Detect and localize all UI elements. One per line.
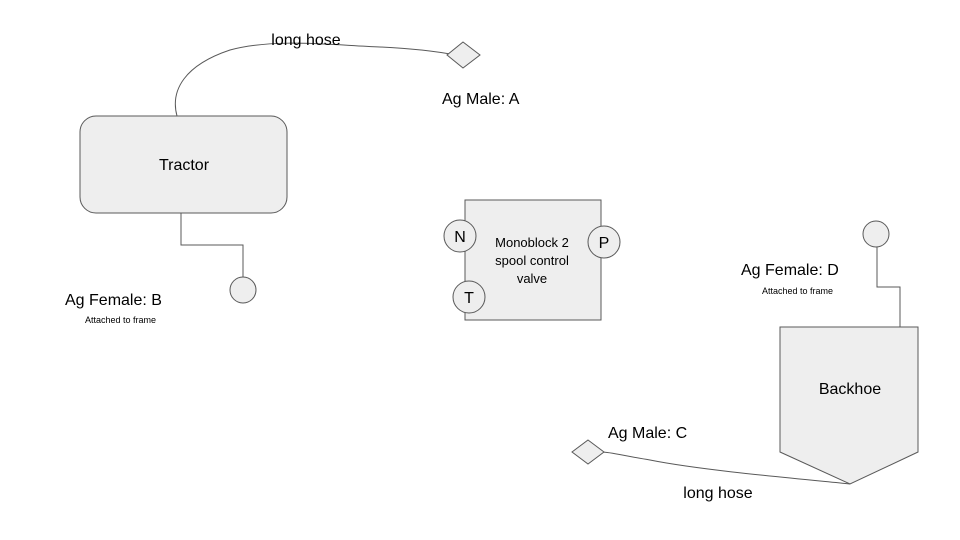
ag-male-a-connector[interactable]	[446, 41, 481, 69]
backhoe-hose-label: long hose	[683, 485, 752, 502]
ag-female-d-label: Ag Female: D	[741, 262, 839, 279]
tractor-label: Tractor	[159, 157, 210, 174]
ag-male-c-connector[interactable]	[571, 439, 605, 465]
valve-label-line-1: Monoblock 2	[495, 235, 569, 250]
ag-female-b-label: Ag Female: B	[65, 292, 162, 309]
valve-port-t-label: T	[464, 290, 474, 307]
tractor-hose-label: long hose	[271, 32, 340, 49]
backhoe-shape[interactable]	[779, 326, 919, 485]
tractor-female-b-line	[180, 213, 244, 277]
valve-label-line-2: spool control	[495, 253, 569, 268]
backhoe-long-hose	[601, 451, 851, 485]
valve-port-t[interactable]	[452, 280, 486, 314]
tractor-long-hose	[174, 42, 456, 117]
ag-female-d-connector[interactable]	[862, 220, 890, 248]
ag-female-d-note: Attached to frame	[762, 286, 833, 296]
ag-male-c-label: Ag Male: C	[608, 425, 687, 442]
backhoe-label: Backhoe	[819, 381, 881, 398]
valve-port-p[interactable]	[587, 225, 621, 259]
tractor-box[interactable]	[79, 115, 288, 214]
ag-female-b-note: Attached to frame	[85, 315, 156, 325]
valve-label-line-3: valve	[517, 271, 547, 286]
ag-male-a-label: Ag Male: A	[442, 91, 520, 108]
backhoe-female-d-line	[876, 247, 901, 327]
ag-female-b-connector[interactable]	[229, 276, 257, 304]
valve-port-n[interactable]	[443, 219, 477, 253]
valve-box[interactable]	[464, 199, 602, 321]
valve-port-n-label: N	[454, 229, 466, 246]
valve-port-p-label: P	[599, 235, 610, 252]
